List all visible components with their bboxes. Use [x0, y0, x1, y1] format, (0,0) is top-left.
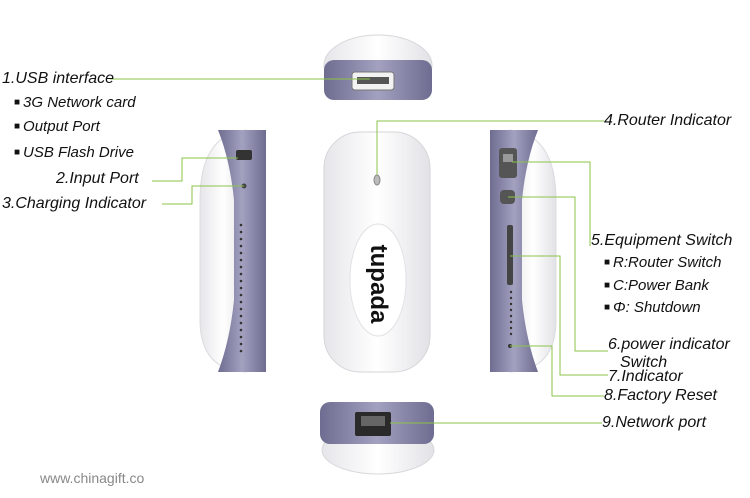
indicator-bar-icon: [507, 225, 513, 285]
label-equipment-switch: 5.Equipment Switch: [591, 232, 733, 249]
brand-logo: tupada: [365, 244, 392, 324]
router-led-icon: [373, 174, 381, 186]
power-button-icon: [500, 190, 515, 204]
leader-lines: [110, 78, 608, 424]
label-power-indicator: 6.power indicator: [608, 336, 730, 353]
label-network-port: 9.Network port: [602, 414, 707, 431]
label-usb-sub-3: ■USB Flash Drive: [14, 144, 134, 161]
label-switch-sub-2: ■C:Power Bank: [604, 277, 709, 294]
label-charging-indicator: 3.Charging Indicator: [2, 195, 147, 212]
label-indicator: 7.Indicator: [608, 368, 683, 385]
label-usb-interface: 1.USB interface: [2, 70, 115, 87]
label-router-indicator: 4.Router Indicator: [604, 112, 732, 129]
front-view: [323, 131, 431, 373]
right-side-view: [490, 129, 557, 373]
watermark: www.chinagift.co: [40, 470, 145, 486]
label-factory-reset: 8.Factory Reset: [604, 387, 717, 404]
top-view: [323, 34, 433, 100]
left-side-view: [199, 129, 266, 373]
label-switch-sub-1: ■R:Router Switch: [604, 254, 722, 271]
label-input-port: 2.Input Port: [56, 170, 139, 187]
equipment-switch-icon: [499, 148, 517, 178]
label-switch-sub-3: ■Φ: Shutdown: [604, 299, 701, 316]
label-usb-sub-2: ■Output Port: [14, 118, 100, 135]
micro-usb-port-icon: [236, 150, 252, 160]
label-usb-sub-1: ■3G Network card: [14, 94, 136, 111]
bottom-view: [320, 402, 435, 475]
label-power-indicator-switch: Switch: [620, 354, 668, 371]
